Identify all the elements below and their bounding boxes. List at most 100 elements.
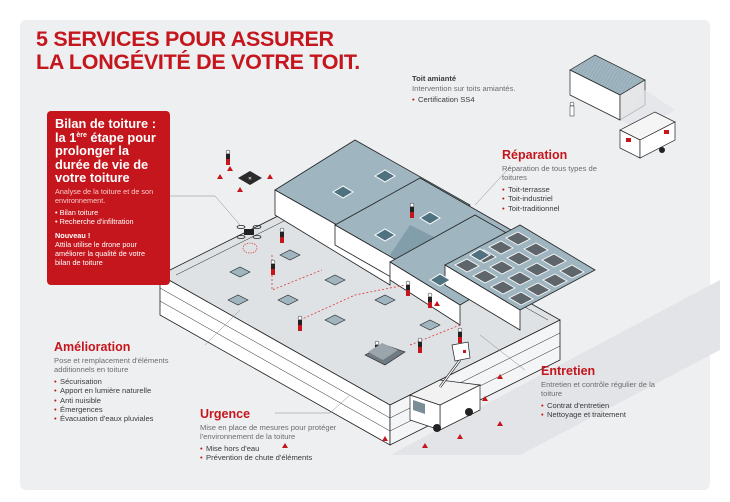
list-item: Certification SS4: [412, 95, 562, 105]
leader-lines: [170, 166, 526, 414]
roof-skylights: [332, 169, 491, 287]
urgence-title: Urgence: [200, 407, 251, 421]
list-item: Bilan toiture: [55, 208, 162, 217]
amelioration-block: Amélioration Pose et remplacement d'élém…: [54, 340, 194, 424]
bilan-toiture-panel: Bilan de toiture : la 1ère étape pour pr…: [47, 111, 170, 285]
survey-line: [409, 324, 461, 346]
list-item: Évacuation d'eaux pluviales: [54, 414, 194, 424]
bilan-title-sup: ère: [76, 131, 87, 139]
solar-panel-icon: [490, 280, 516, 295]
worker-icon: [409, 202, 415, 218]
trailer-icon: [619, 111, 676, 159]
solar-panel-icon: [506, 251, 532, 266]
worker-icon: [457, 327, 463, 343]
solar-panel-icon: [541, 253, 567, 268]
list-item: Toit-terrasse: [502, 185, 612, 195]
traffic-cone-icon: [497, 421, 503, 426]
solar-panel-icon: [523, 242, 549, 257]
list-item: Prévention de chute d'éléments: [200, 453, 350, 463]
new-title: Nouveau !: [55, 230, 91, 240]
skylight-icon: [279, 249, 301, 261]
list-item: Toit-industriel: [502, 194, 612, 204]
entretien-desc: Entretien et contrôle régulier de la toi…: [541, 380, 655, 399]
drone-icon: [236, 225, 262, 254]
reparation-block: Réparation Réparation de tous types de t…: [502, 148, 612, 213]
traffic-cone-icon: [237, 187, 243, 192]
amelioration-desc: Pose et remplacement d'éléments addition…: [54, 356, 169, 375]
traffic-cone-icon: [227, 166, 233, 171]
skylight-icon: [229, 266, 251, 278]
solar-panel-icon: [505, 231, 531, 246]
bilan-title-post: étape pour prolonger la durée de vie de …: [55, 129, 156, 186]
bilan-desc: Analyse de la toiture et de son environn…: [55, 186, 154, 205]
worker-icon: [569, 101, 575, 117]
solar-panel-icon: [542, 273, 568, 288]
solar-panel-icon: [472, 269, 498, 284]
worker-icon: [417, 337, 423, 353]
reparation-title: Réparation: [502, 148, 568, 162]
list-item: Anti nuisible: [54, 396, 194, 406]
solar-panel-roof: [444, 224, 596, 331]
traffic-cone-icon: [482, 396, 488, 401]
worker-icon: [225, 149, 231, 165]
workers: [225, 149, 463, 356]
toit-amiante-desc: Intervention sur toits amiantés.: [412, 84, 516, 93]
bilan-list: Bilan toiture Recherche d'infiltration: [55, 208, 162, 226]
worker-icon: [279, 227, 285, 243]
skylight-icon: [227, 294, 249, 306]
solar-panel-icon: [508, 291, 534, 306]
worker-icon: [427, 292, 433, 308]
entretien-title: Entretien: [541, 364, 596, 378]
survey-line: [299, 284, 406, 321]
traffic-cone-icon: [457, 434, 463, 439]
toit-amiante-block: Toit amianté Intervention sur toits amia…: [412, 74, 562, 105]
title-line-1: 5 SERVICES POUR ASSURER: [36, 27, 334, 51]
solar-panel-icon: [559, 264, 585, 279]
urgence-desc: Mise en place de mesures pour protéger l…: [200, 423, 337, 442]
skylight-icon: [324, 274, 346, 286]
list-item: Toit-traditionnel: [502, 204, 612, 214]
traffic-cone-icon: [434, 301, 440, 306]
traffic-cone-icon: [422, 443, 428, 448]
worker-icon: [270, 259, 276, 275]
page-title: 5 SERVICES POUR ASSURER LA LONGÉVITÉ DE …: [36, 28, 360, 74]
traffic-cone-icon: [217, 174, 223, 179]
list-item: Contrat d'entretien: [541, 401, 676, 411]
urgence-block: Urgence Mise en place de mesures pour pr…: [200, 407, 350, 463]
traffic-cone-icon: [382, 436, 388, 441]
skylight-icon: [277, 294, 299, 306]
skylight-icon: [374, 294, 396, 306]
cherry-picker-truck-icon: [409, 341, 482, 432]
list-item: Émergences: [54, 405, 194, 415]
traffic-cone-icon: [267, 174, 273, 179]
solar-panel-icon: [488, 240, 514, 255]
toit-amiante-title: Toit amianté: [412, 74, 457, 83]
reparation-desc: Réparation de tous types de toitures: [502, 164, 597, 183]
container-icon: [569, 54, 675, 130]
list-item: Sécurisation: [54, 377, 194, 387]
new-text: Attila utilise le drone pour améliorer l…: [55, 239, 146, 267]
entretien-block: Entretien Entretien et contrôle régulier…: [541, 364, 676, 420]
list-item: Apport en lumière naturelle: [54, 386, 194, 396]
list-item: Nettoyage et traitement: [541, 410, 676, 420]
traffic-cone-icon: [497, 374, 503, 379]
skylight-icon: [324, 314, 346, 326]
list-item: Recherche d'infiltration: [55, 217, 162, 226]
worker-icon: [405, 280, 411, 296]
solar-panel-icon: [454, 258, 480, 273]
worker-icon: [297, 315, 303, 331]
solar-panel-icon: [507, 271, 533, 286]
list-item: Mise hors d'eau: [200, 444, 350, 454]
solar-panel-icon: [489, 260, 515, 275]
bilan-title: Bilan de toiture : la 1ère étape pour pr…: [55, 117, 162, 185]
bilan-title-pre: Bilan de toiture : la 1: [55, 116, 156, 145]
drone-pad-icon: ✕: [238, 171, 262, 185]
skylights: [227, 249, 441, 331]
solar-panel-icon: [524, 262, 550, 277]
title-line-2: LA LONGÉVITÉ DE VOTRE TOIT.: [36, 50, 360, 74]
solar-panel-icon: [525, 282, 551, 297]
svg-text:✕: ✕: [248, 176, 252, 182]
roof-element-icon: [364, 343, 406, 366]
amelioration-title: Amélioration: [54, 340, 131, 354]
